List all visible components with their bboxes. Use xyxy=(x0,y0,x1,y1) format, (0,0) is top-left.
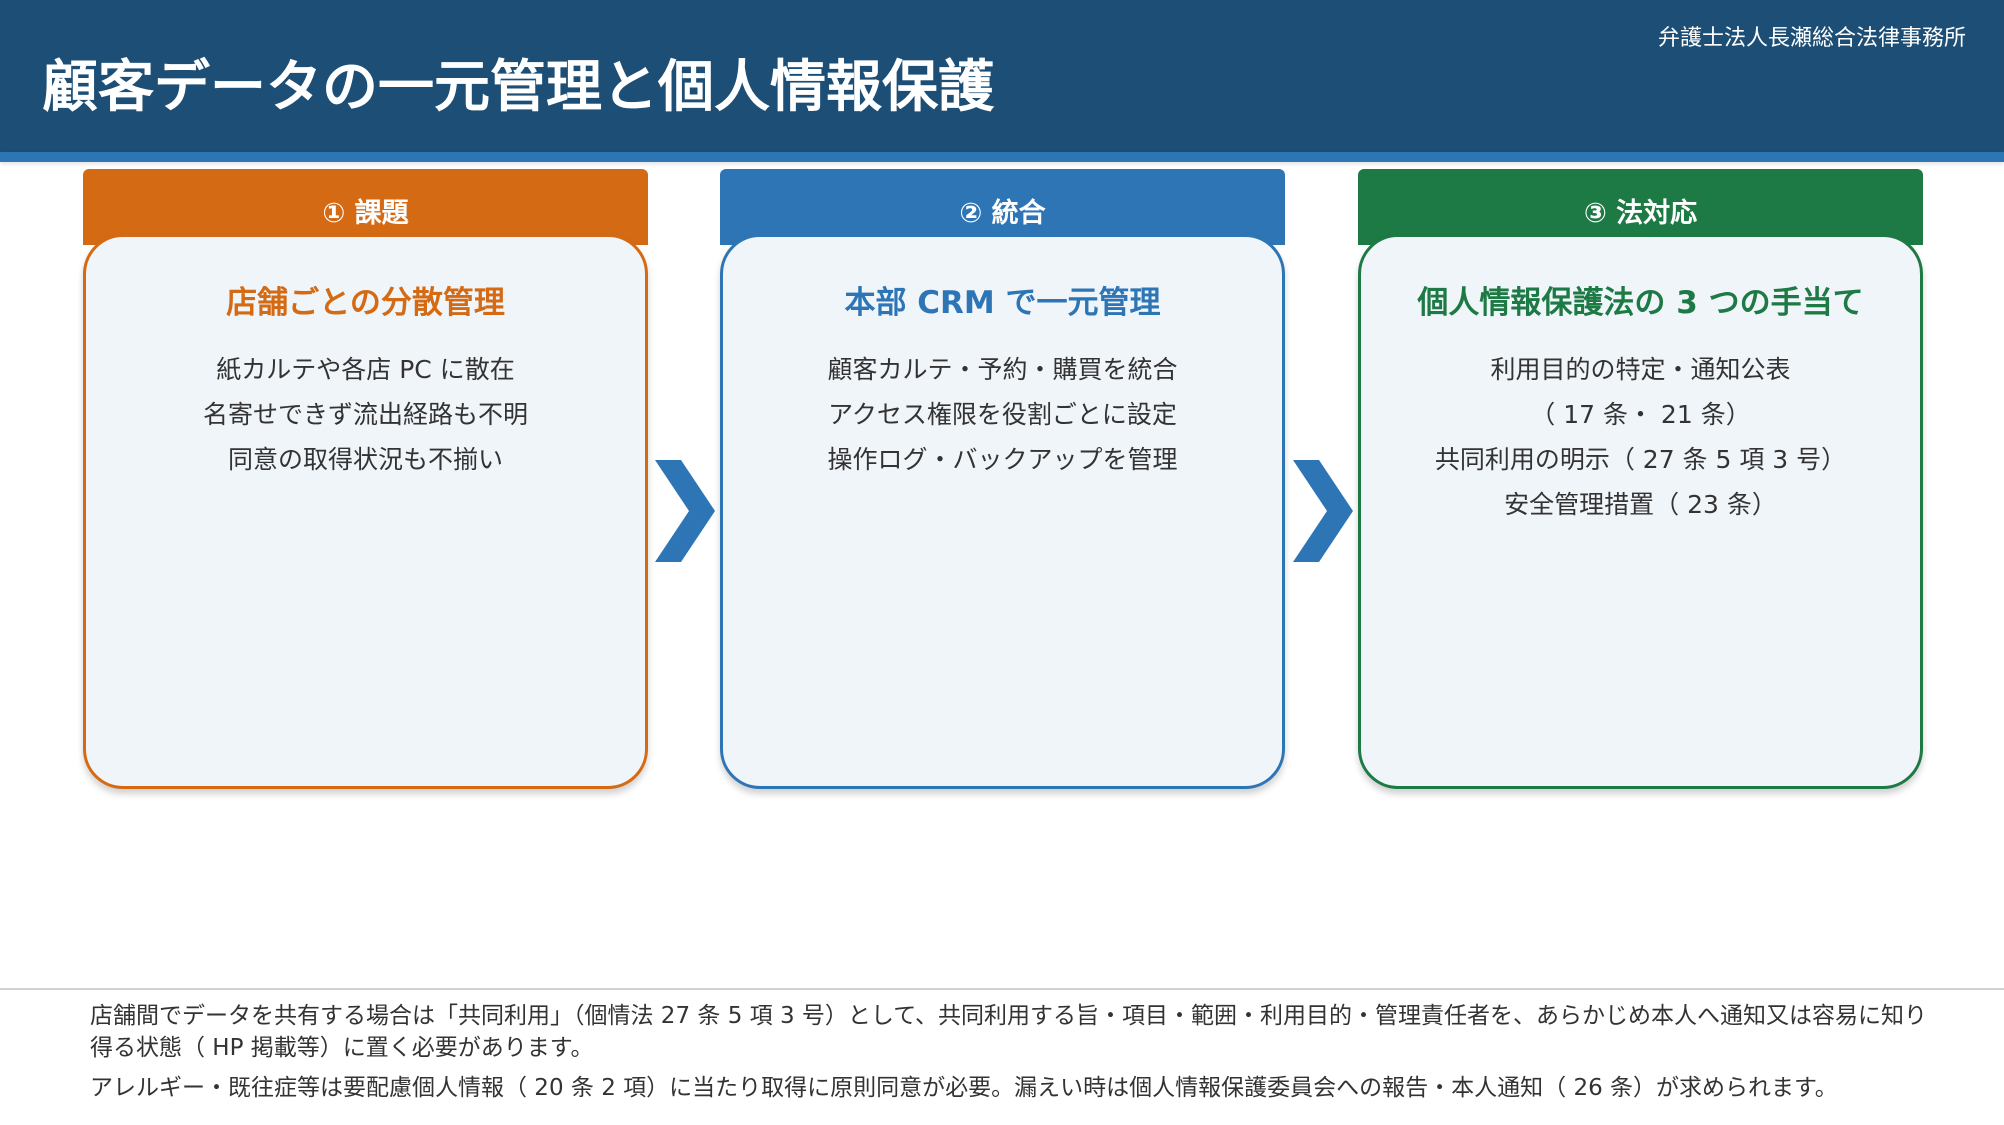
card-heading: 個人情報保護法の 3 つの手当て xyxy=(1417,285,1864,321)
issue-card: ① 課題 店舗ごとの分散管理 紙カルテや各店 PC に散在 名寄せできず流出経路… xyxy=(83,169,648,789)
card-body: 個人情報保護法の 3 つの手当て 利用目的の特定・通知公表 （ 17 条・ 21… xyxy=(1358,234,1923,789)
card-line: 同意の取得状況も不揃い xyxy=(227,445,503,474)
card-tab: ① 課題 xyxy=(83,169,648,245)
card-heading: 店舗ごとの分散管理 xyxy=(226,285,505,321)
card-line: 共同利用の明示（ 27 条 5 項 3 号） xyxy=(1434,445,1847,474)
card-line: （ 17 条・ 21 条） xyxy=(1530,400,1751,429)
card-line: 顧客カルテ・予約・購買を統合 xyxy=(827,355,1178,384)
legal-compliance-card: ③ 法対応 個人情報保護法の 3 つの手当て 利用目的の特定・通知公表 （ 17… xyxy=(1358,169,1923,789)
footer-divider xyxy=(0,988,2004,990)
card-line: 安全管理措置（ 23 条） xyxy=(1504,490,1777,519)
card-tab-label: ② 統合 xyxy=(959,198,1046,229)
card-lines: 紙カルテや各店 PC に散在 名寄せできず流出経路も不明 同意の取得状況も不揃い xyxy=(86,347,645,482)
card-tab-label: ③ 法対応 xyxy=(1583,198,1698,229)
header-bar: 顧客データの一元管理と個人情報保護 弁護士法人長瀬総合法律事務所 xyxy=(0,0,2004,152)
firm-name: 弁護士法人長瀬総合法律事務所 xyxy=(1657,26,1966,51)
card-lines: 顧客カルテ・予約・購買を統合 アクセス権限を役割ごとに設定 操作ログ・バックアッ… xyxy=(723,347,1282,482)
header-accent-stripe xyxy=(0,152,2004,162)
card-heading: 本部 CRM で一元管理 xyxy=(844,285,1161,321)
card-line: 紙カルテや各店 PC に散在 xyxy=(216,355,515,384)
card-tab: ② 統合 xyxy=(720,169,1285,245)
card-line: 操作ログ・バックアップを管理 xyxy=(827,445,1178,474)
chevron-right-icon xyxy=(655,460,715,562)
card-line: 名寄せできず流出経路も不明 xyxy=(202,400,528,429)
card-tab-label: ① 課題 xyxy=(322,198,409,229)
card-body: 店舗ごとの分散管理 紙カルテや各店 PC に散在 名寄せできず流出経路も不明 同… xyxy=(83,234,648,789)
card-body: 本部 CRM で一元管理 顧客カルテ・予約・購買を統合 アクセス権限を役割ごとに… xyxy=(720,234,1285,789)
page-title: 顧客データの一元管理と個人情報保護 xyxy=(42,55,994,120)
card-line: アクセス権限を役割ごとに設定 xyxy=(828,400,1177,429)
footnote-sensitive-data: アレルギー・既往症等は要配慮個人情報（ 20 条 2 項）に当たり取得に原則同意… xyxy=(90,1075,1838,1101)
card-tab: ③ 法対応 xyxy=(1358,169,1923,245)
footnote-joint-use: 店舗間でデータを共有する場合は「共同利用」（個情法 27 条 5 項 3 号）と… xyxy=(90,1003,1928,1061)
integration-card: ② 統合 本部 CRM で一元管理 顧客カルテ・予約・購買を統合 アクセス権限を… xyxy=(720,169,1285,789)
card-lines: 利用目的の特定・通知公表 （ 17 条・ 21 条） 共同利用の明示（ 27 条… xyxy=(1361,347,1920,527)
card-line: 利用目的の特定・通知公表 xyxy=(1490,355,1791,384)
chevron-right-icon xyxy=(1293,460,1353,562)
